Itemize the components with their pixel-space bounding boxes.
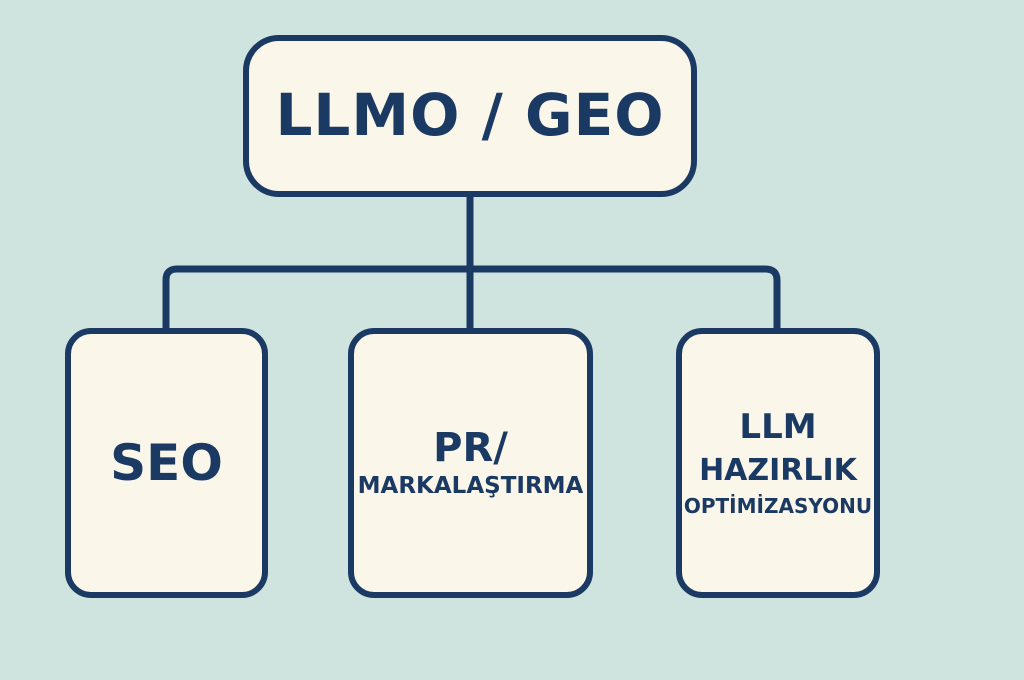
- root-node-box: LLMO / GEO: [243, 35, 697, 197]
- llm-node-line-1: LLM: [739, 406, 817, 447]
- llm-node-line-2: HAZIRLIK: [699, 453, 857, 489]
- pr-node-box: PR/ MARKALAŞTIRMA: [348, 328, 593, 598]
- branch-horizontal-line: [162, 265, 781, 332]
- pr-node-line-1: PR/: [433, 425, 508, 472]
- llm-node-line-3: OPTİMİZASYONU: [683, 494, 873, 519]
- seo-node-label: SEO: [110, 433, 223, 492]
- llm-node-box: LLM HAZIRLIK OPTİMİZASYONU: [676, 328, 880, 598]
- pr-node-line-2: MARKALAŞTIRMA: [357, 473, 584, 500]
- root-node-label: LLMO / GEO: [275, 81, 665, 150]
- seo-node-box: SEO: [65, 328, 268, 598]
